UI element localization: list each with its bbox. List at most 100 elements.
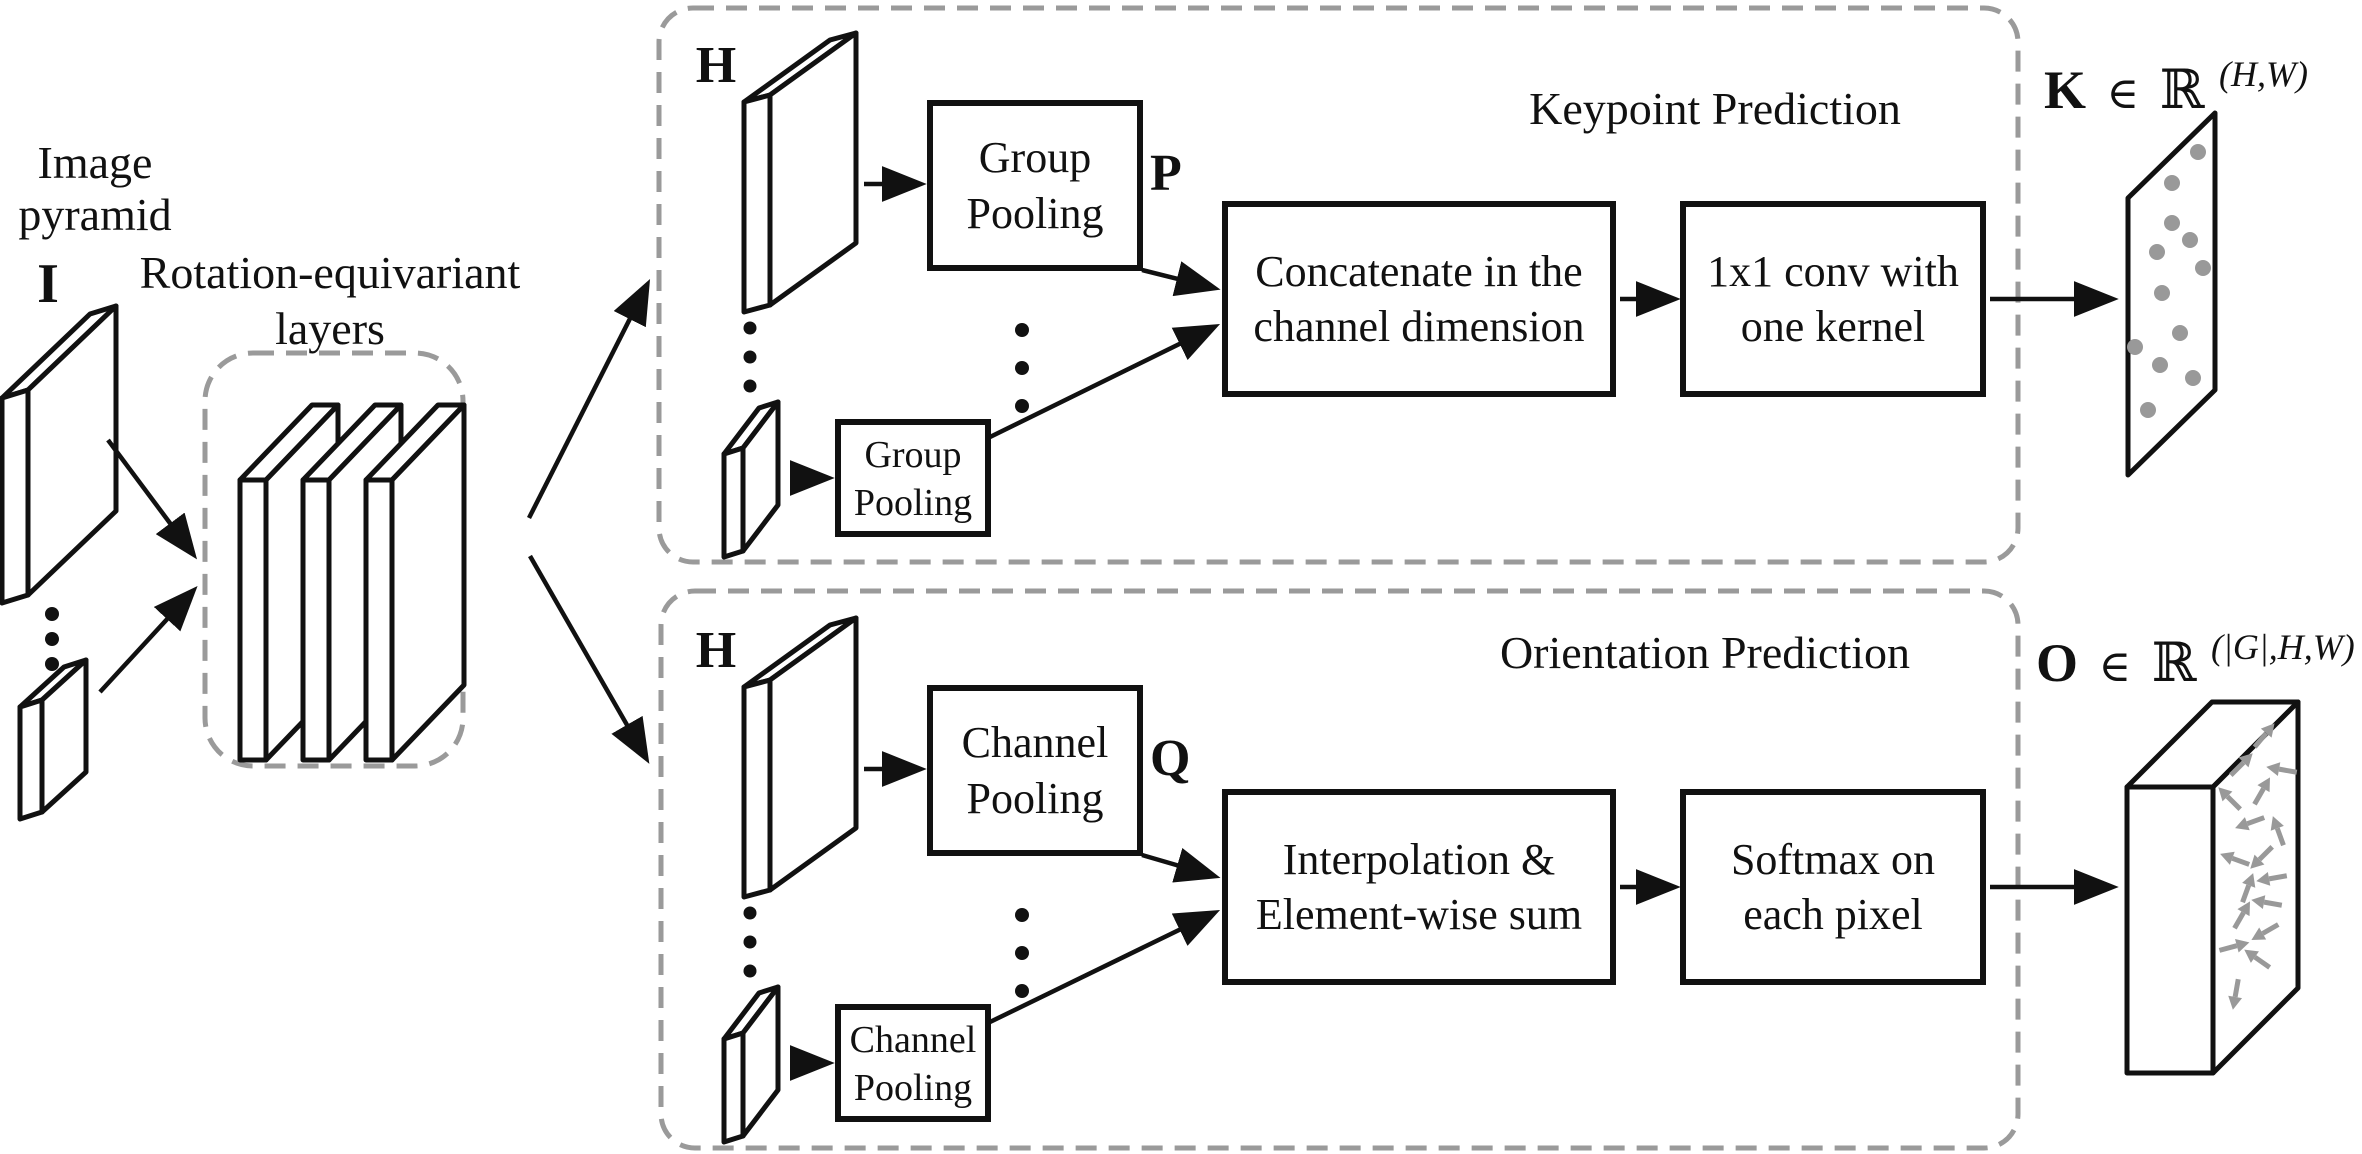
keypoint-box	[656, 5, 2021, 565]
keypoint-dot	[2164, 215, 2180, 231]
orientation-arrow	[2218, 938, 2250, 953]
arrow-grouppooling-top-to-concat	[1141, 261, 1221, 297]
interp-box	[1222, 789, 1616, 985]
softmax-box	[1680, 789, 1986, 985]
ellipsis-dots-keypoint-middle	[1015, 323, 1029, 413]
orientation-arrow	[2232, 901, 2250, 930]
ellipsis-dots-orientation-middle	[1015, 908, 1029, 998]
orientation-arrow	[2252, 777, 2270, 806]
group-pooling-top-label-line2: Pooling	[967, 189, 1104, 238]
channel-pooling-top-box	[927, 685, 1143, 856]
keypoint-dot	[2185, 370, 2201, 386]
group-pooling-bottom-label-line2: Pooling	[854, 482, 972, 524]
conv1x1-box	[1680, 201, 1986, 397]
keypoint-dot	[2164, 175, 2180, 191]
rotation-layers-label-line2: layers	[275, 303, 385, 354]
channel-pooling-top-label-line2: Pooling	[967, 774, 1104, 823]
keypoint-dot	[2127, 339, 2143, 355]
rotation-layer-plate-2-front	[300, 477, 332, 763]
pooled-symbol-P: P	[1150, 145, 1182, 202]
orientation-arrows-group	[2218, 723, 2298, 1010]
orientation-arrow	[2250, 845, 2274, 869]
group-pooling-bottom-label-line1: Group	[864, 434, 961, 476]
pyramid-plate-small	[17, 657, 89, 822]
orientation-arrow	[2251, 895, 2283, 910]
group-pooling-top-label-line1: Group	[979, 133, 1091, 182]
concat-label-line2: channel dimension	[1253, 302, 1584, 351]
rotation-layer-plates	[237, 402, 467, 763]
channel-pooling-bottom-label-line1: Channel	[850, 1019, 977, 1061]
orientation-arrow	[2270, 816, 2286, 847]
orientation-box	[658, 588, 2021, 1151]
image-pyramid-label-line2: pyramid	[18, 189, 171, 240]
feature-plate-large-keypoint	[741, 30, 859, 315]
channel-pooling-bottom-box	[835, 1004, 991, 1122]
element-of-symbol: ∈	[2099, 642, 2132, 691]
softmax-label-line1: Softmax on	[1731, 835, 1935, 884]
keypoint-dot	[2182, 232, 2198, 248]
orientation-arrow	[2244, 949, 2272, 970]
channel-pooling-bottom-label-line2: Pooling	[854, 1067, 972, 1109]
keypoint-dot	[2149, 244, 2165, 260]
feature-plate-small-keypoint	[721, 399, 781, 560]
keypoint-output-formula: K ∈ ℝ (H,W)	[2044, 54, 2308, 120]
arrow-pyramid-to-rotation-top	[106, 438, 198, 560]
orientation-title: Orientation Prediction	[1500, 627, 1910, 678]
branch-arrow-to-orientation	[528, 554, 650, 764]
keypoint-output-superscript: (H,W)	[2219, 54, 2308, 94]
orientation-arrow	[2220, 851, 2251, 867]
keypoint-dot	[2154, 285, 2170, 301]
concat-box	[1222, 201, 1616, 397]
orientation-output-formula: O ∈ ℝ (|G|,H,W)	[2036, 627, 2355, 693]
orientation-arrow	[2266, 762, 2298, 777]
group-pooling-bottom-box	[835, 419, 991, 537]
orientation-output-volume	[2124, 699, 2301, 1076]
interp-label-line1: Interpolation &	[1283, 835, 1556, 884]
rotation-layer-plate-3-front	[363, 477, 395, 763]
feature-symbol-H-orientation: H	[696, 622, 736, 679]
concat-label-line1: Concatenate in the	[1255, 247, 1582, 296]
keypoint-dot	[2195, 260, 2211, 276]
orientation-arrow	[2235, 815, 2266, 831]
group-pooling-top-box	[927, 100, 1143, 271]
element-of-symbol: ∈	[2107, 69, 2140, 118]
orientation-arrow	[2229, 753, 2253, 777]
orientation-arrow	[2228, 978, 2243, 1010]
branch-arrow-to-keypoint	[526, 278, 651, 520]
interp-label-line2: Element-wise sum	[1256, 890, 1582, 939]
conv1x1-label-line2: one kernel	[1741, 302, 1925, 351]
feature-symbol-H-keypoint: H	[696, 37, 736, 94]
keypoint-dots-group	[2127, 144, 2211, 418]
keypoint-dot	[2172, 325, 2188, 341]
pyramid-plate-large	[0, 303, 119, 606]
arrow-grouppooling-bottom-to-concat	[989, 324, 1221, 440]
orientation-arrow	[2240, 873, 2256, 904]
softmax-label-line2: each pixel	[1743, 890, 1923, 939]
feature-plate-large-orientation	[741, 615, 859, 900]
rotation-layers-label-line1: Rotation-equivariant	[140, 247, 521, 298]
ellipsis-dots-keypoint-left	[743, 321, 757, 393]
keypoint-dot	[2140, 402, 2156, 418]
arrow-channelpooling-bottom-to-interp	[989, 910, 1221, 1025]
channel-pooling-top-label-line1: Channel	[962, 718, 1109, 767]
orientation-output-symbol: O	[2036, 633, 2078, 693]
keypoint-title: Keypoint Prediction	[1529, 83, 1901, 134]
orientation-arrow	[2251, 922, 2280, 940]
keypoint-dot	[2152, 357, 2168, 373]
orientation-output-superscript: (|G|,H,W)	[2211, 627, 2355, 667]
orientation-arrow	[2252, 723, 2275, 749]
feature-plate-small-orientation	[721, 984, 781, 1145]
rotation-layer-plate-1-front	[237, 477, 269, 763]
pooled-symbol-Q: Q	[1150, 730, 1190, 787]
arrow-pyramid-to-rotation-bottom	[98, 586, 198, 694]
image-pyramid-label-line1: Image	[38, 137, 153, 188]
arrow-channelpooling-top-to-interp	[1141, 848, 1221, 883]
conv1x1-label-line1: 1x1 conv with	[1707, 247, 1959, 296]
ellipsis-dots-pyramid	[45, 607, 59, 671]
real-set-symbol: ℝ	[2152, 633, 2198, 693]
rotation-layers-box	[202, 350, 466, 769]
orientation-arrow	[2218, 787, 2242, 811]
orientation-arrow	[2256, 871, 2288, 886]
real-set-symbol: ℝ	[2160, 60, 2206, 120]
